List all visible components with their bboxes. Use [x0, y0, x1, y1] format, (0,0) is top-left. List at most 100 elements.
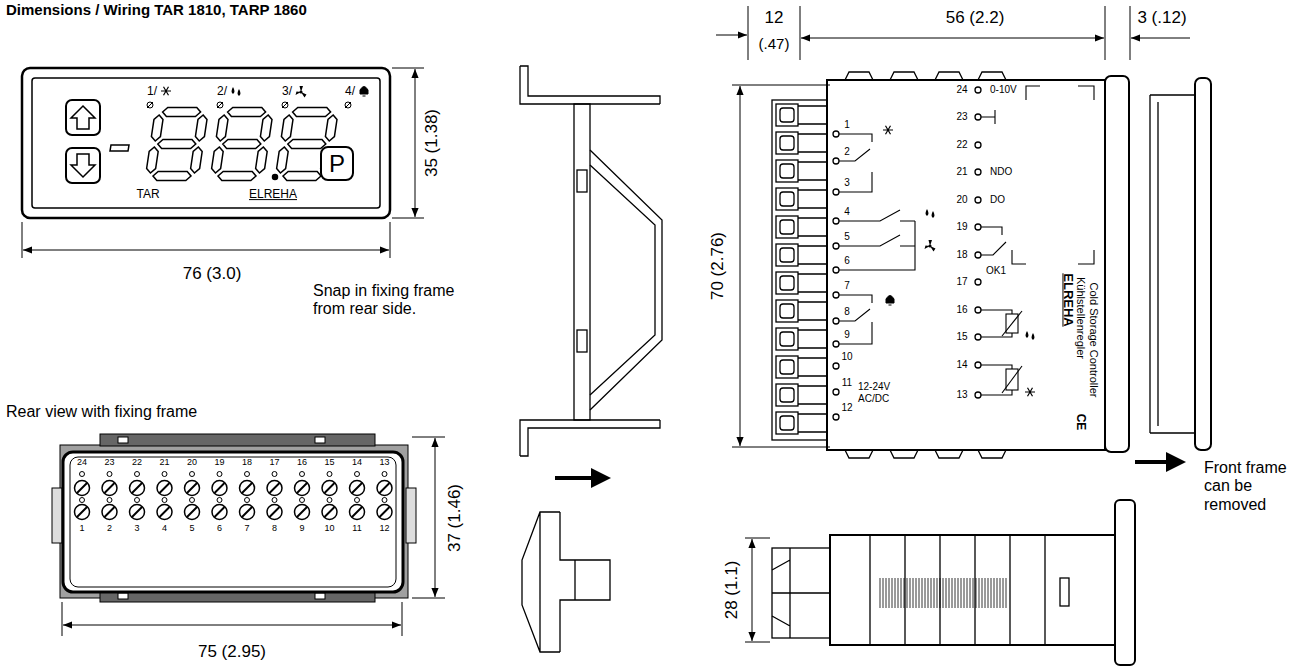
grip-hatch [943, 578, 944, 608]
dimension-label: 3 (.12) [1137, 8, 1186, 28]
terminal-screw [130, 481, 145, 496]
terminal-point [833, 189, 839, 195]
terminal-cell [798, 414, 827, 432]
terminal-number: 5 [844, 231, 850, 243]
screw-slot [297, 507, 307, 517]
terminal-cell [798, 218, 827, 236]
screw-slot [105, 483, 115, 493]
terminal-cell [776, 244, 798, 266]
terminal-screw [240, 505, 255, 520]
terminal-screw [130, 505, 145, 520]
terminal-number: 5 [189, 523, 194, 533]
side-view [772, 72, 1211, 462]
terminal-screw [295, 505, 310, 520]
terminal-number: 22 [956, 139, 967, 151]
grip-hatch [937, 578, 938, 608]
terminal-cell [776, 272, 798, 294]
signal-label: 0-10V [990, 84, 1017, 96]
relay-indicator-label: 1/ [147, 85, 157, 99]
terminal-screw [185, 505, 200, 520]
grip-hatch [979, 578, 980, 608]
grip-hatch [886, 578, 887, 608]
screw-slot [132, 507, 142, 517]
grip-hatch [988, 578, 989, 608]
grip-hatch [946, 578, 947, 608]
screw-slot [215, 507, 225, 517]
terminal-number: 23 [956, 111, 967, 123]
grip-hatch [994, 578, 995, 608]
grip-hatch [1003, 578, 1004, 608]
grip-hatch [961, 578, 962, 608]
terminal-hole [355, 498, 360, 503]
terminal-screw [350, 505, 365, 520]
digit-segment [277, 147, 289, 173]
terminal-number: 16 [297, 457, 307, 467]
terminal-point [975, 114, 981, 120]
screw-slot [160, 507, 170, 517]
terminal-screw [322, 505, 337, 520]
terminal-hole [107, 472, 112, 477]
grip-hatch [976, 578, 977, 608]
terminal-number: 7 [844, 280, 850, 292]
screw-slot [242, 507, 252, 517]
terminal-cell [798, 302, 827, 320]
terminal-cell [798, 274, 827, 292]
display-panel: TARELREHAP [22, 68, 390, 218]
dimension-lines [22, 6, 1190, 642]
terminal-number: 9 [844, 329, 850, 341]
terminal-hole [327, 472, 332, 477]
terminal-number: 13 [956, 389, 967, 401]
terminal-screw [350, 481, 365, 496]
grip-hatch [928, 578, 929, 608]
terminal-cell [776, 132, 798, 154]
terminal-number: 24 [77, 457, 87, 467]
terminal-number: 19 [214, 457, 224, 467]
terminal-point [975, 252, 981, 258]
digit-segment [191, 147, 203, 173]
relay-indicator-label: 4/ [345, 85, 355, 99]
terminal-number: 10 [324, 523, 334, 533]
terminal-cell [780, 332, 794, 346]
terminal-point [833, 267, 839, 273]
terminal-screw [212, 481, 227, 496]
terminal-screw [157, 505, 172, 520]
digit-segment [256, 147, 268, 173]
signal-label: DO [990, 194, 1005, 206]
terminal-point [975, 142, 981, 148]
digit-segment [147, 147, 159, 173]
terminal-number: 2 [107, 523, 112, 533]
terminal-cell [776, 216, 798, 238]
screw-slot [270, 483, 280, 493]
screw-slot [105, 507, 115, 517]
terminal-cell [780, 304, 794, 318]
terminal-cell [780, 108, 794, 122]
screw-slot [380, 507, 390, 517]
relay-indicator-label: 3/ [282, 85, 292, 99]
terminal-number: 6 [217, 523, 222, 533]
digit-segment [228, 108, 266, 117]
screw-slot [325, 507, 335, 517]
terminal-screw [212, 505, 227, 520]
screw-slot [380, 483, 390, 493]
dimension-label: (.47) [759, 35, 790, 52]
terminal-screw [322, 481, 337, 496]
digit-segment [218, 172, 256, 181]
grip-hatch [991, 578, 992, 608]
terminal-point [975, 392, 981, 398]
terminal-hole [300, 472, 305, 477]
terminal-number: 6 [844, 255, 850, 267]
terminal-number: 17 [269, 457, 279, 467]
terminal-number: 1 [844, 119, 850, 131]
screw-slot [297, 483, 307, 493]
dimension-label: 75 (2.95) [198, 642, 266, 662]
grip-hatch [955, 578, 956, 608]
terminal-point [833, 341, 839, 347]
terminal-screw [267, 505, 282, 520]
terminal-screw [102, 505, 117, 520]
grip-hatch [1006, 578, 1007, 608]
terminal-number: 21 [956, 166, 967, 178]
screw-slot [352, 507, 362, 517]
terminal-number: 16 [956, 304, 967, 316]
screw-slot [187, 483, 197, 493]
